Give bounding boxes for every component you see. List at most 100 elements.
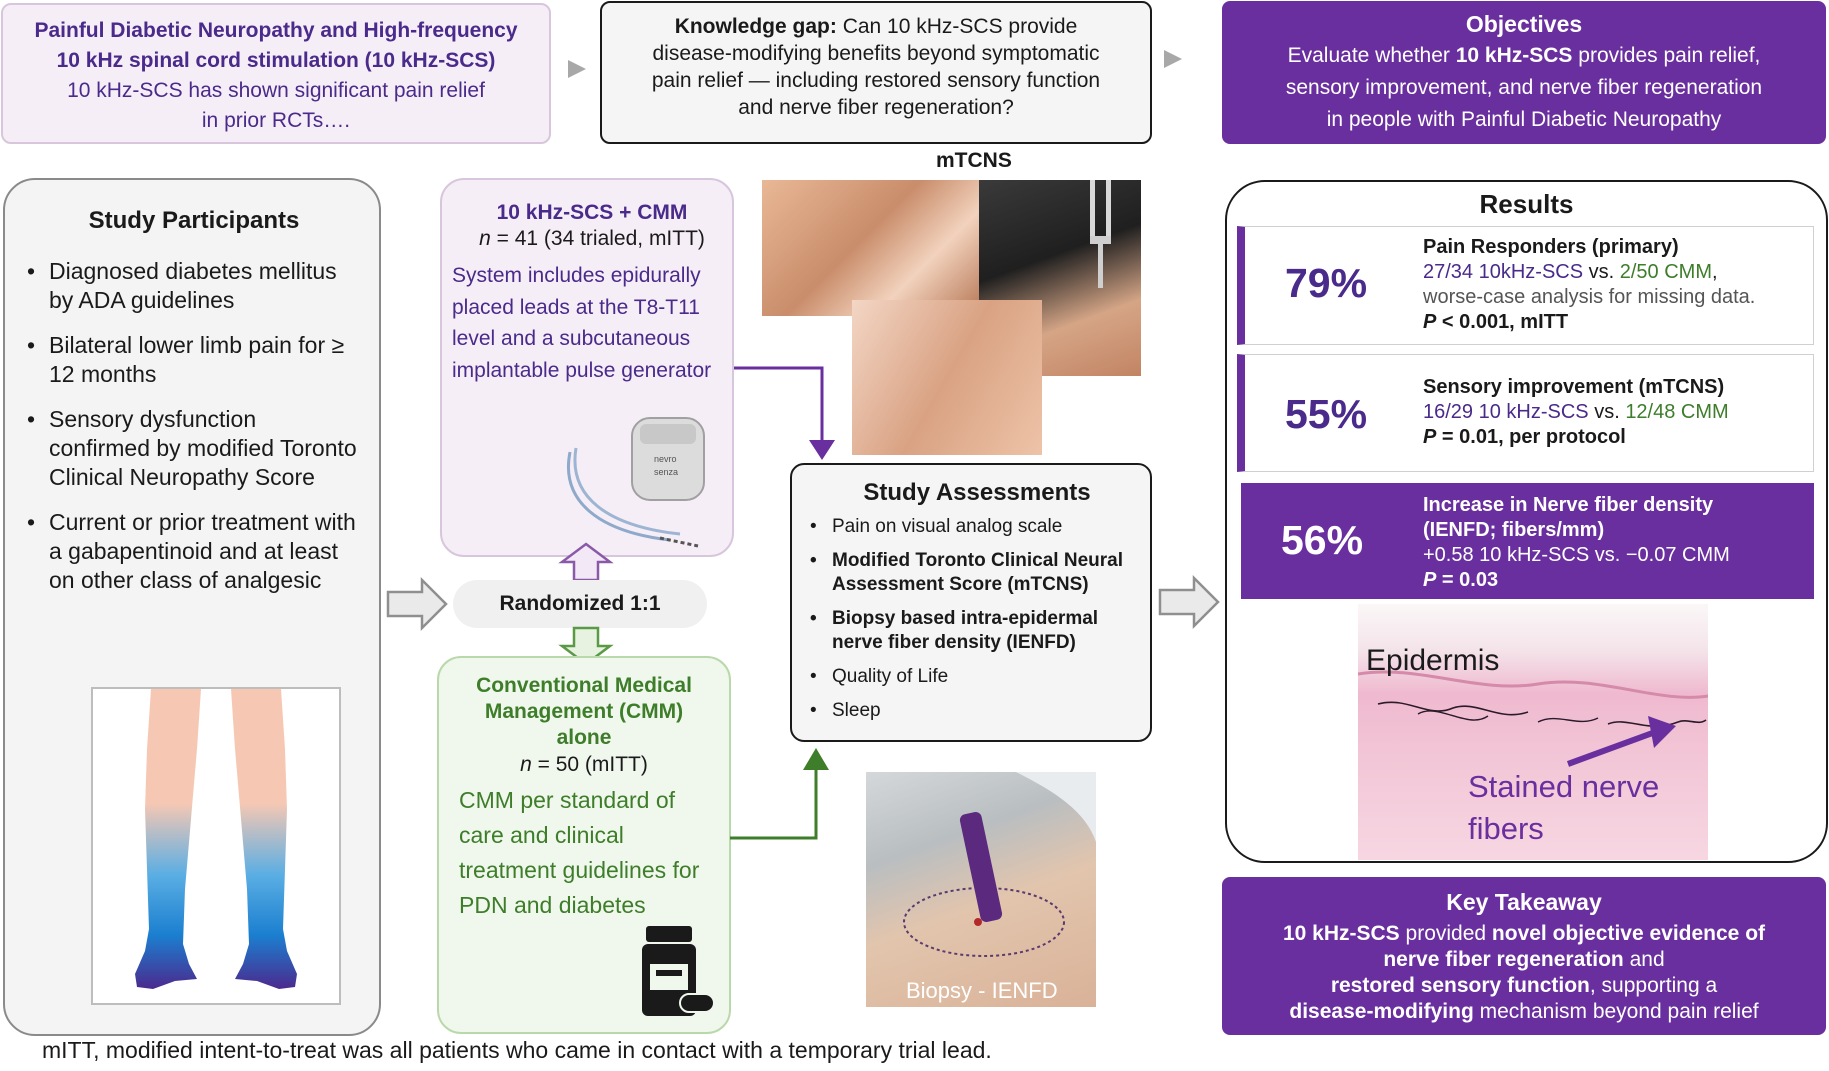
cmm-arm-description: CMM per standard of care and clinical tr… (459, 787, 700, 918)
takeaway-l2b: and (1623, 948, 1665, 971)
scs-arm-description: System includes epidurally placed leads … (452, 264, 712, 382)
result-pct-ienfd: 56% (1281, 517, 1364, 563)
mtcns-label: mTCNS (936, 149, 1012, 172)
assessment-item: Biopsy based intra-epidermal nerve fiber… (810, 607, 1144, 655)
result-cmm-sensory: 12/48 CMM (1625, 401, 1729, 423)
objectives-line-1b: 10 kHz-SCS (1455, 44, 1573, 67)
biopsy-label: Biopsy - IENFD (906, 978, 1058, 1003)
p-value-pain: < 0.001, mITT (1436, 311, 1569, 333)
result-heading-sensory: Sensory improvement (mTCNS) (1423, 376, 1725, 398)
cmm-title-3: alone (556, 726, 612, 749)
participant-criterion: Current or prior treatment with a gabape… (27, 508, 361, 595)
biopsy-photo: Biopsy - IENFD (866, 772, 1096, 1007)
takeaway-l1a: 10 kHz-SCS (1282, 922, 1400, 945)
ipg-device-icon (567, 417, 705, 548)
assessment-item: Modified Toronto Clinical Neural Assessm… (810, 549, 1144, 597)
result-pct-sensory: 55% (1285, 391, 1368, 437)
intro-title-1: Painful Diabetic Neuropathy and High-fre… (34, 19, 518, 42)
top-arrow-2-icon (1164, 50, 1182, 68)
cmm-title-1: Conventional Medical (476, 674, 692, 697)
result-heading-ienfd-2: (IENFD; fibers/mm) (1423, 519, 1605, 541)
result-row-sensory: 55% Sensory improvement (mTCNS) 16/29 10… (1237, 354, 1814, 472)
connector-cmm-icon (730, 748, 829, 840)
arrow-down-icon (558, 626, 614, 666)
scs-n-label: n (479, 227, 491, 250)
p-value-sensory: = 0.01 (1436, 426, 1499, 448)
stained-line-1: Stained nerve (1468, 769, 1660, 804)
result-scs-pain: 27/34 10kHz-SCS (1423, 261, 1584, 283)
objectives-line-1a: Evaluate whether (1287, 44, 1456, 67)
knowledge-gap-box: Knowledge gap: Can 10 kHz-SCS provide di… (600, 1, 1152, 144)
takeaway-title: Key Takeaway (1446, 889, 1602, 915)
results-title: Results (1479, 189, 1574, 219)
legs-icon (135, 689, 297, 989)
p-value-ienfd: = 0.03 (1436, 569, 1499, 591)
cmm-n-text: = 50 (mITT) (531, 753, 648, 776)
objectives-title: Objectives (1465, 11, 1583, 37)
result-values-ienfd: +0.58 10 kHz-SCS vs. −0.07 CMM (1423, 544, 1730, 566)
participants-title: Study Participants (88, 207, 300, 234)
scs-arm-box: 10 kHz-SCS + CMM n = 41 (34 trialed, mIT… (440, 178, 734, 557)
intro-box: Painful Diabetic Neuropathy and High-fre… (1, 3, 551, 144)
arrow-right-icon (386, 576, 448, 632)
randomized-pill: Randomized 1:1 (453, 580, 707, 628)
p-label: P (1423, 311, 1437, 333)
takeaway-l1c: novel objective evidence of (1491, 922, 1766, 945)
takeaway-l4a: disease-modifying (1289, 1000, 1474, 1023)
ipg-device-image: nevro senza (560, 412, 718, 552)
footnote: mITT, modified intent-to-treat was all p… (42, 1037, 992, 1063)
objectives-line-3: in people with Painful Diabetic Neuropat… (1326, 108, 1722, 131)
histology-stained-label: Stained nerve fibers (1468, 766, 1659, 850)
histology-image: Epidermis Stained nerve fibers (1358, 604, 1708, 860)
participant-criterion: Sensory dysfunction confirmed by modifie… (27, 405, 361, 492)
mtcns-photo-toes (852, 300, 1042, 455)
scs-arm-title: 10 kHz-SCS + CMM (496, 201, 688, 224)
gap-line-3: pain relief — including restored sensory… (651, 69, 1101, 92)
intro-body-2: in prior RCTs…. (201, 109, 351, 132)
device-model: senza (654, 467, 679, 477)
intro-title-2: 10 kHz spinal cord stimulation (10 kHz-S… (56, 49, 496, 72)
result-cmm-pain: 2/50 CMM (1619, 261, 1712, 283)
gap-label: Knowledge gap: (674, 15, 837, 38)
assessment-item: Quality of Life (810, 665, 1144, 689)
assessment-item: Sleep (810, 699, 1144, 723)
takeaway-l2a: nerve fiber regeneration (1383, 948, 1624, 971)
participants-list: Diagnosed diabetes mellitus by ADA guide… (27, 257, 361, 595)
tuning-fork-icon (1090, 180, 1111, 288)
takeaway-l4b: mechanism beyond pain relief (1473, 1000, 1759, 1023)
connector-scs-icon (734, 366, 835, 460)
histology-epidermis-label: Epidermis (1366, 644, 1500, 677)
assessments-box: Study Assessments Pain on visual analog … (790, 463, 1152, 742)
result-note-pain: worse-case analysis for missing data. (1423, 286, 1756, 308)
assessments-title: Study Assessments (863, 479, 1091, 506)
cmm-n-label: n (520, 753, 532, 776)
arrow-right-icon (1158, 574, 1220, 630)
scs-n-text: = 41 (34 trialed, mITT) (490, 227, 705, 250)
randomized-label: Randomized 1:1 (499, 592, 661, 615)
result-heading-ienfd-1: Increase in Nerve fiber density (1423, 494, 1714, 516)
arrow-up-icon (558, 542, 614, 582)
p-label: P (1423, 426, 1437, 448)
result-heading-pain: Pain Responders (primary) (1423, 236, 1679, 258)
result-comma: , (1712, 261, 1718, 283)
objectives-line-1c: provides pain relief, (1572, 44, 1761, 67)
result-vs: vs. (1588, 401, 1626, 423)
p-note-sensory: , per protocol (1498, 426, 1626, 448)
intro-body-1: 10 kHz-SCS has shown significant pain re… (67, 79, 485, 102)
nerve-fibers-icon (1358, 670, 1708, 767)
result-row-ienfd: 56% Increase in Nerve fiber density (IEN… (1237, 483, 1814, 599)
takeaway-l3a: restored sensory function (1330, 974, 1590, 997)
p-label: P (1423, 569, 1437, 591)
participant-criterion: Bilateral lower limb pain for ≥ 12 month… (27, 331, 361, 389)
result-vs: vs. (1583, 261, 1620, 283)
result-pct-pain: 79% (1285, 260, 1368, 306)
objectives-line-2: sensory improvement, and nerve fiber reg… (1285, 76, 1763, 99)
cmm-title-2: Management (CMM) (484, 700, 684, 723)
gap-line-1: Can 10 kHz-SCS provide (836, 15, 1078, 38)
gap-line-4: and nerve fiber regeneration? (738, 96, 1014, 119)
pill-bottle-icon (642, 926, 715, 1016)
result-row-pain: 79% Pain Responders (primary) 27/34 10kH… (1237, 226, 1814, 345)
assessments-list: Pain on visual analog scale Modified Tor… (810, 515, 1144, 723)
legs-illustration (91, 687, 341, 1005)
top-arrow-1-icon (568, 60, 586, 78)
